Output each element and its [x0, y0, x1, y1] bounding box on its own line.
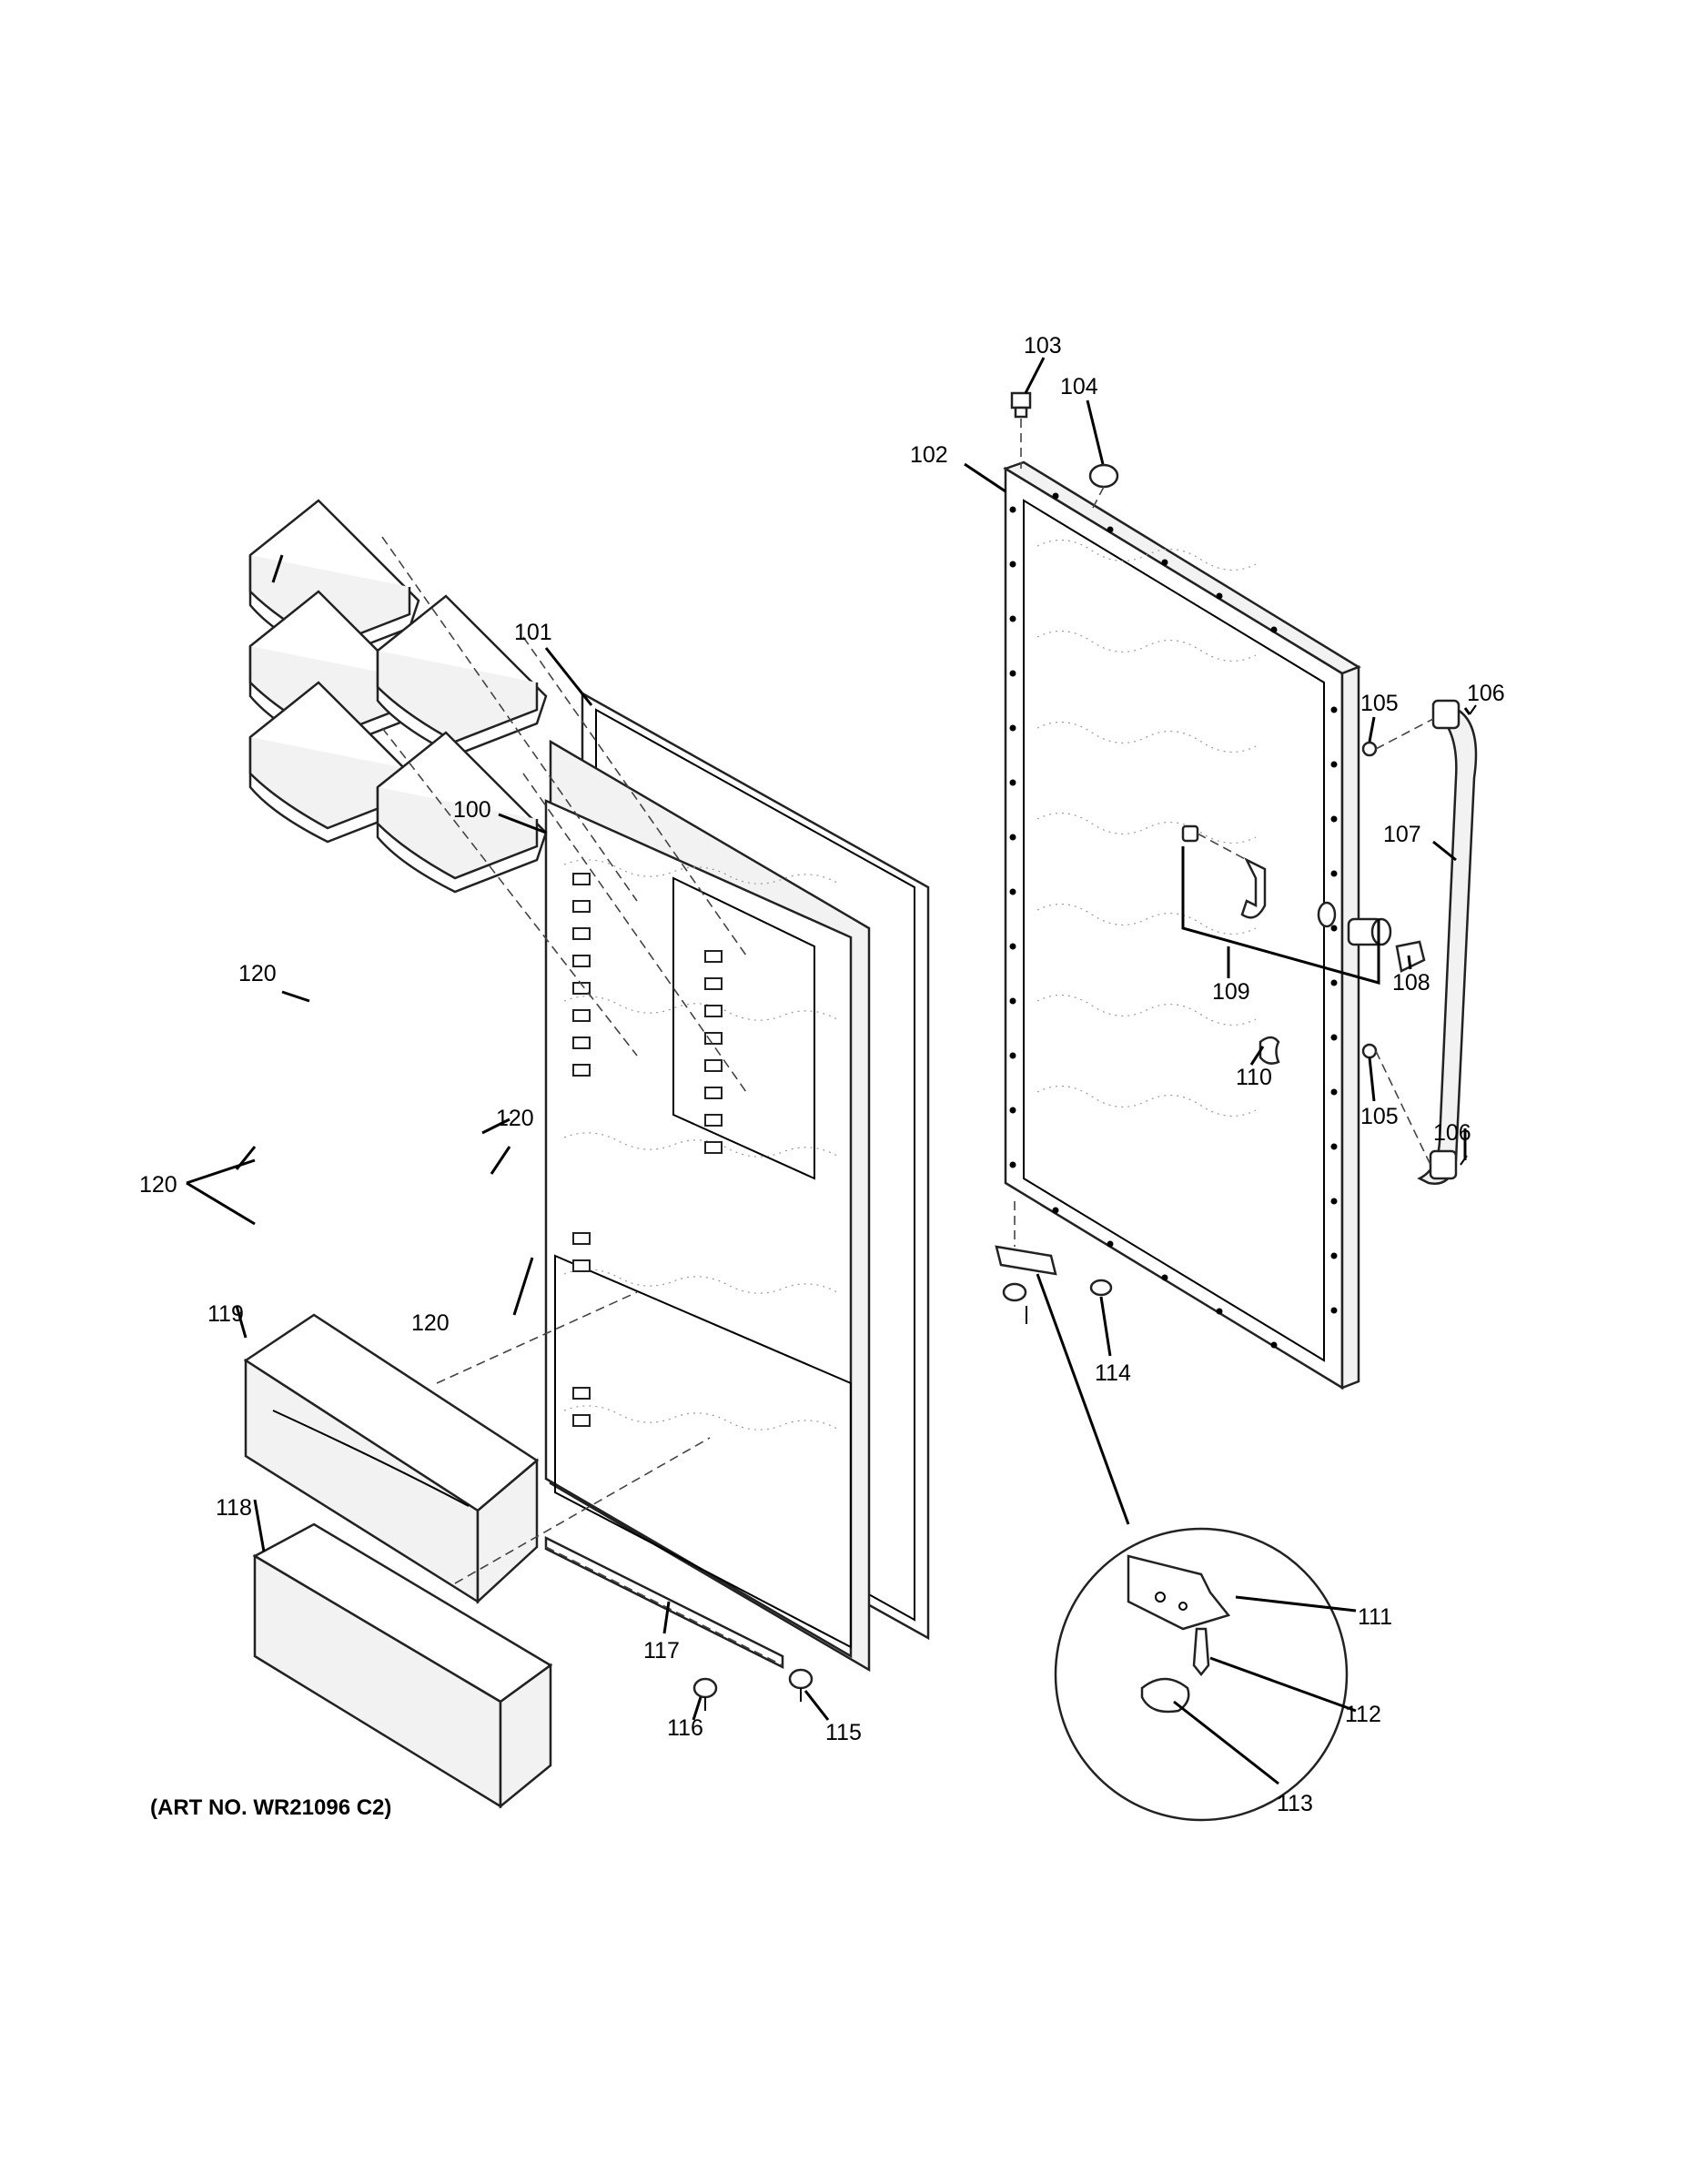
callout-105-upper: 105 [1360, 691, 1399, 716]
hinge-parts-bottom [995, 1201, 1113, 1324]
callout-104: 104 [1060, 374, 1098, 399]
bin-alignment-dashes [381, 536, 747, 1584]
callout-110: 110 [1236, 1065, 1272, 1090]
callout-112: 112 [1345, 1702, 1381, 1727]
callout-109: 109 [1212, 979, 1250, 1005]
hinge-detail-magnifier [1054, 1527, 1357, 1822]
callout-119: 119 [207, 1301, 244, 1327]
art-number: (ART NO. WR21096 C2) [150, 1795, 391, 1820]
callout-100: 100 [453, 797, 491, 823]
callout-labels: 103 104 102 101 100 105 106 107 120 120 … [139, 333, 1505, 1816]
callout-113: 113 [1277, 1791, 1313, 1816]
callout-115: 115 [825, 1720, 862, 1745]
callout-120-right: 120 [496, 1106, 534, 1131]
callout-108: 108 [1392, 970, 1430, 996]
door-bin-large-upper [243, 1313, 540, 1604]
callout-106-upper: 106 [1467, 681, 1505, 706]
callout-103: 103 [1024, 333, 1062, 359]
callout-106-lower: 106 [1433, 1120, 1471, 1146]
callout-111: 111 [1358, 1604, 1392, 1630]
callout-105-lower: 105 [1360, 1104, 1399, 1129]
callout-116: 116 [667, 1715, 703, 1741]
door-handle [1417, 699, 1478, 1185]
handle-screws [1361, 704, 1477, 1166]
outer-door-panel [1003, 460, 1361, 1390]
small-fasteners-top [1010, 391, 1119, 511]
callout-117: 117 [643, 1638, 680, 1663]
callout-118: 118 [216, 1495, 252, 1521]
callout-102: 102 [910, 442, 948, 468]
door-bins-small [248, 499, 548, 894]
callout-120-top: 120 [238, 961, 277, 986]
leader-lines [186, 357, 1471, 1721]
bottom-trim-strip [544, 1535, 784, 1670]
callout-101: 101 [514, 620, 552, 645]
inner-door-liner [544, 739, 871, 1673]
callout-120-left: 120 [139, 1172, 177, 1198]
door-bin-large-lower [252, 1522, 553, 1809]
callout-114: 114 [1095, 1360, 1131, 1386]
callout-107: 107 [1383, 822, 1421, 847]
lock-assembly [1181, 824, 1426, 1065]
callout-120-bottom: 120 [411, 1310, 450, 1336]
trim-fasteners [692, 1668, 814, 1711]
